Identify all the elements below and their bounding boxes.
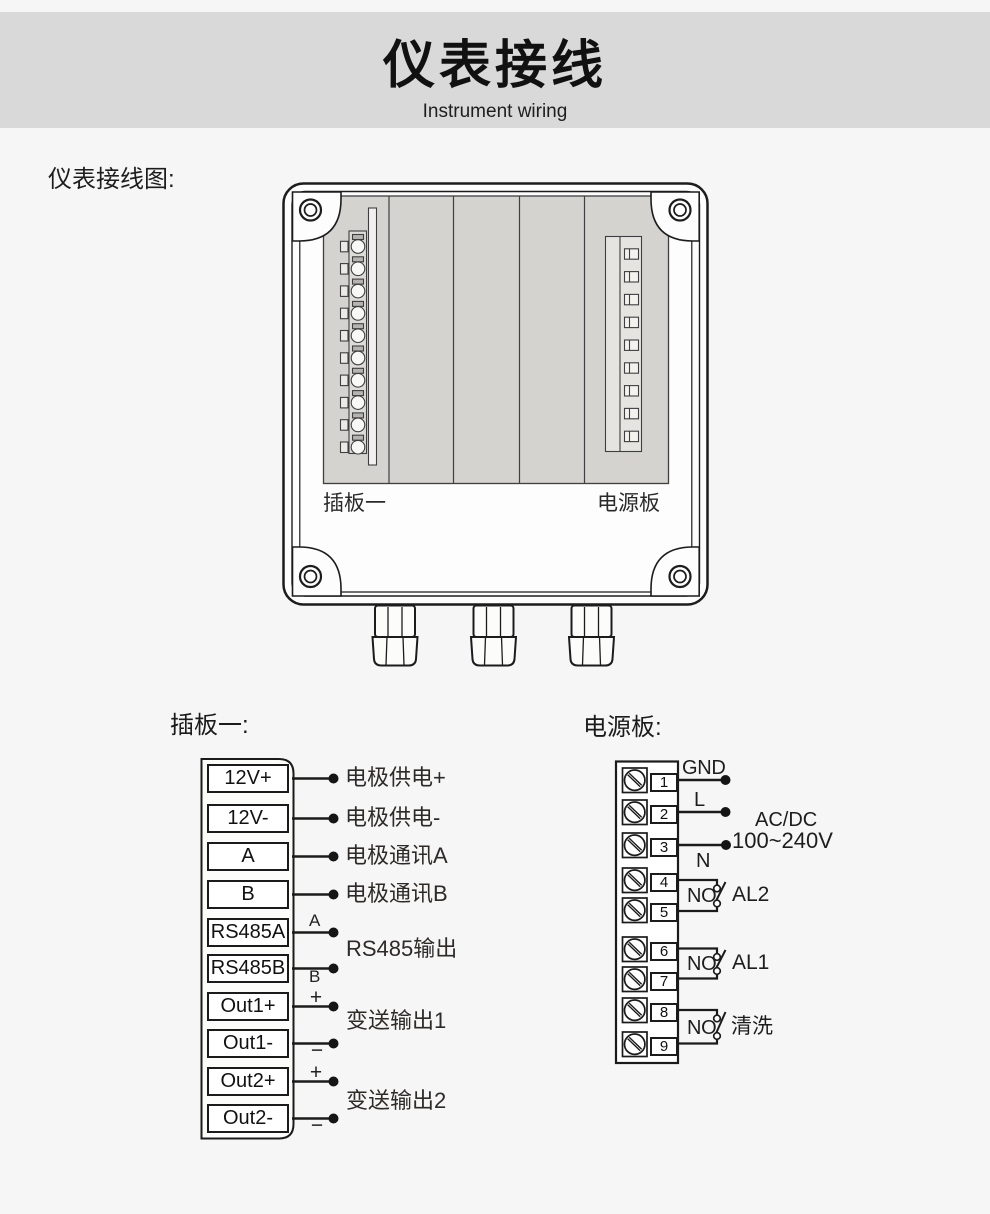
terminal-box: Out2- — [207, 1104, 289, 1133]
power-terminal-number: 3 — [650, 838, 678, 857]
polarity-minus: − — [310, 1114, 324, 1137]
section-label: 仪表接线图: — [48, 166, 175, 193]
enclosure-power-label: 电源板 — [597, 492, 660, 515]
terminal-box: RS485A — [207, 918, 289, 947]
power-board-heading: 电源板: — [583, 714, 662, 741]
connection-dot — [720, 775, 731, 850]
screw-terminal-icon — [621, 767, 648, 1058]
rs485-b-annotation: B — [309, 967, 321, 986]
terminal-box: 12V- — [207, 804, 289, 833]
mounting-screw-icon — [298, 198, 692, 589]
relay-contact-label: NO — [687, 1017, 717, 1039]
wire-label: 电极通讯B — [345, 881, 448, 906]
relay-name: AL1 — [732, 951, 770, 974]
enclosure-slot-label: 插板一 — [323, 492, 386, 515]
power-terminal-number: 2 — [650, 805, 678, 824]
relay-no-switch-icon — [678, 1008, 727, 1045]
terminal-box: Out2+ — [207, 1067, 289, 1096]
power-terminal-number: 4 — [650, 873, 678, 892]
wire — [292, 777, 331, 1120]
terminal-box: A — [207, 842, 289, 871]
page-title: 仪表接线 — [382, 37, 607, 95]
power-terminal-number: 9 — [650, 1037, 678, 1056]
power-strip-connector — [604, 235, 643, 453]
live-label: L — [694, 789, 705, 811]
polarity-plus: + — [309, 986, 323, 1009]
relay-contact-label: NO — [687, 953, 717, 975]
cable-gland — [371, 604, 419, 667]
terminal-box: Out1- — [207, 1029, 289, 1058]
gnd-label: GND — [682, 757, 726, 779]
power-terminal-number: 6 — [650, 942, 678, 961]
power-terminal-number: 8 — [650, 1003, 678, 1022]
wire-label: 变送输出1 — [346, 1008, 447, 1033]
rs485-a-annotation: A — [309, 911, 321, 930]
power-terminal-number: 7 — [650, 972, 678, 991]
relay-name: AL2 — [732, 883, 770, 906]
relay-no-switch-icon — [678, 947, 727, 980]
wire-label: RS485输出 — [346, 936, 458, 961]
terminal-box: 12V+ — [207, 764, 289, 793]
wire — [678, 778, 722, 847]
polarity-plus: + — [309, 1061, 323, 1084]
relay-contact-label: NO — [687, 885, 717, 907]
wire-label: 电极供电+ — [345, 765, 446, 790]
supply-range-label: 100~240V — [732, 828, 833, 853]
wire-label: 电极供电- — [345, 805, 441, 830]
header-banner: 仪表接线 Instrument wiring — [0, 12, 990, 128]
cable-gland — [469, 604, 518, 667]
screw-slot-lines — [627, 772, 643, 1052]
terminal-box: Out1+ — [207, 992, 289, 1021]
relay-no-switch-icon — [678, 878, 727, 913]
supply-type-label: AC/DC — [755, 809, 818, 831]
terminal-box: RS485B — [207, 954, 289, 983]
neutral-label: N — [696, 850, 711, 872]
plugin-strip-connector — [339, 207, 378, 466]
wire-label: 电极通讯A — [345, 843, 448, 868]
plugin-board-heading: 插板一: — [170, 712, 249, 739]
page-subtitle: Instrument wiring — [422, 101, 568, 122]
power-terminal-number: 5 — [650, 903, 678, 922]
wire-label: 变送输出2 — [346, 1088, 447, 1113]
cable-gland — [567, 604, 616, 667]
power-terminal-number: 1 — [650, 773, 678, 792]
connection-dot — [328, 773, 339, 1124]
terminal-box: B — [207, 880, 289, 909]
polarity-minus: − — [310, 1039, 324, 1062]
relay-name: 清洗 — [731, 1015, 773, 1038]
